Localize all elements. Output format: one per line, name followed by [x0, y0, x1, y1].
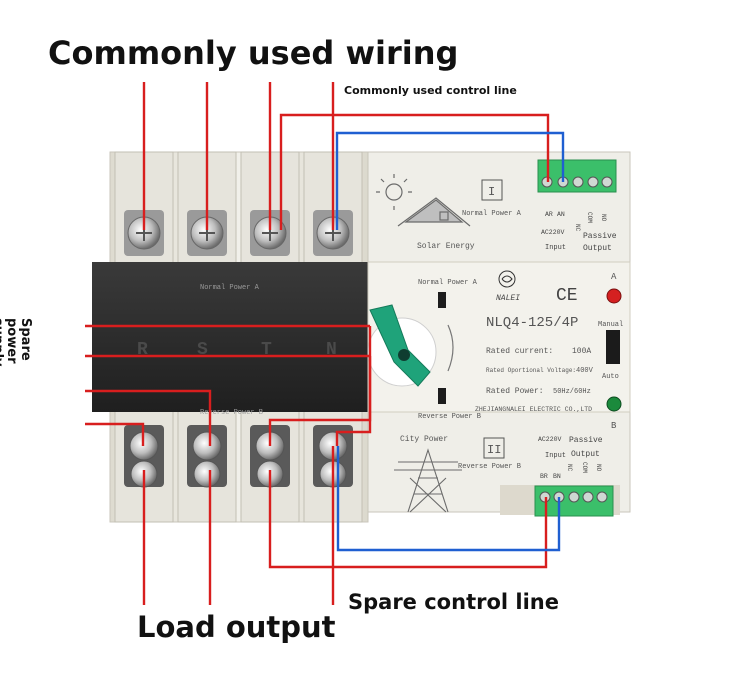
transmission-tower-icon — [394, 448, 462, 513]
ar-label: AR — [545, 211, 553, 218]
top-passive-label: Passive — [583, 232, 617, 241]
window-a-indicator — [438, 292, 446, 308]
middle-normal-power-label: Normal Power A — [418, 279, 478, 287]
an-label: AN — [557, 211, 565, 218]
top-nc-label: NC — [574, 224, 581, 232]
indicator-a-light — [606, 288, 622, 304]
top-no-label: NO — [600, 214, 607, 222]
bottom-com-label: COM — [581, 462, 588, 473]
rotation-arrow-icon — [447, 324, 454, 372]
ce-mark: CE — [556, 286, 578, 306]
bottom-output-label: Output — [571, 450, 600, 459]
wire-spare-s-drop — [268, 356, 372, 446]
wire-load-t-control — [268, 470, 548, 569]
top-output-label: Output — [583, 244, 612, 253]
front-band — [92, 262, 370, 412]
manual-auto-switch[interactable] — [606, 330, 620, 364]
bn-label: BN — [553, 473, 561, 480]
bottom-ac220v-label: AC220V — [538, 436, 562, 443]
bottom-nc-label: NC — [566, 464, 573, 472]
section-ii-label: II — [487, 443, 501, 457]
city-power-label: City Power — [400, 435, 448, 444]
rated-power-label: Rated Power: — [486, 387, 544, 396]
wire-spare-t — [85, 389, 212, 446]
top-com-label: COM — [586, 212, 593, 223]
window-b-indicator — [438, 388, 446, 404]
br-label: BR — [540, 473, 548, 480]
wire-spare-control-neutral — [336, 446, 561, 552]
manual-label: Manual — [598, 321, 623, 329]
manufacturer-name: ZHEJIANGNALEI ELECTRIC CO.,LTD — [475, 406, 592, 413]
indicator-b-label: B — [611, 421, 617, 431]
brand-logo — [498, 270, 516, 288]
band-reverse-power-label: Reverse Power B — [200, 409, 263, 417]
section-i-label: I — [488, 185, 495, 199]
bottom-input-label: Input — [545, 452, 566, 460]
section-i-box — [481, 179, 503, 201]
rated-power-value: 50Hz/60Hz — [553, 388, 591, 396]
top-control-terminal-block — [537, 159, 617, 193]
commonly-used-control-line-label: Commonly used control line — [344, 84, 517, 97]
phase-label-t: T — [261, 340, 272, 360]
solar-energy-label: Solar Energy — [417, 242, 475, 251]
spare-power-supply-label: Spare power supply — [0, 318, 33, 367]
auto-label: Auto — [602, 373, 619, 381]
wire-top-control-neutral — [335, 131, 565, 230]
top-terminal-screws — [124, 210, 353, 256]
rated-voltage-label: Rated Oportional Voltage: — [486, 367, 576, 374]
section-ii-box — [483, 437, 505, 459]
phase-label-n: N — [326, 340, 337, 360]
bottom-passive-label: Passive — [569, 436, 603, 445]
wire-spare-n — [85, 422, 145, 446]
solar-house-icon — [376, 174, 471, 227]
reverse-power-b-label: Reverse Power B — [458, 463, 521, 471]
commonly-used-wiring-title: Commonly used wiring — [48, 34, 459, 72]
indicator-b-light — [606, 396, 622, 412]
top-ac220v-label: AC220V — [541, 229, 565, 236]
rated-current-label: Rated current: — [486, 347, 553, 356]
brand-name: NALEI — [496, 294, 520, 303]
phase-label-r: R — [137, 340, 148, 360]
middle-reverse-power-label: Reverse Power B — [418, 413, 481, 421]
indicator-a-label: A — [611, 272, 617, 282]
model-number: NLQ4-125/4P — [486, 315, 578, 331]
load-output-label: Load output — [137, 610, 336, 644]
rated-voltage-value: 400V — [576, 367, 594, 375]
wire-top-control-live — [279, 113, 550, 230]
bottom-control-terminal-block — [534, 485, 614, 517]
top-input-label: Input — [545, 244, 566, 252]
wires — [85, 82, 565, 605]
phase-label-s: S — [197, 340, 208, 360]
rotary-handle[interactable] — [367, 304, 437, 387]
spare-control-line-label: Spare control line — [348, 590, 559, 614]
normal-power-a-label: Normal Power A — [462, 210, 522, 218]
rated-current-value: 100A — [572, 347, 591, 356]
bottom-no-label: NO — [595, 464, 602, 472]
band-normal-power-label: Normal Power A — [200, 284, 260, 292]
